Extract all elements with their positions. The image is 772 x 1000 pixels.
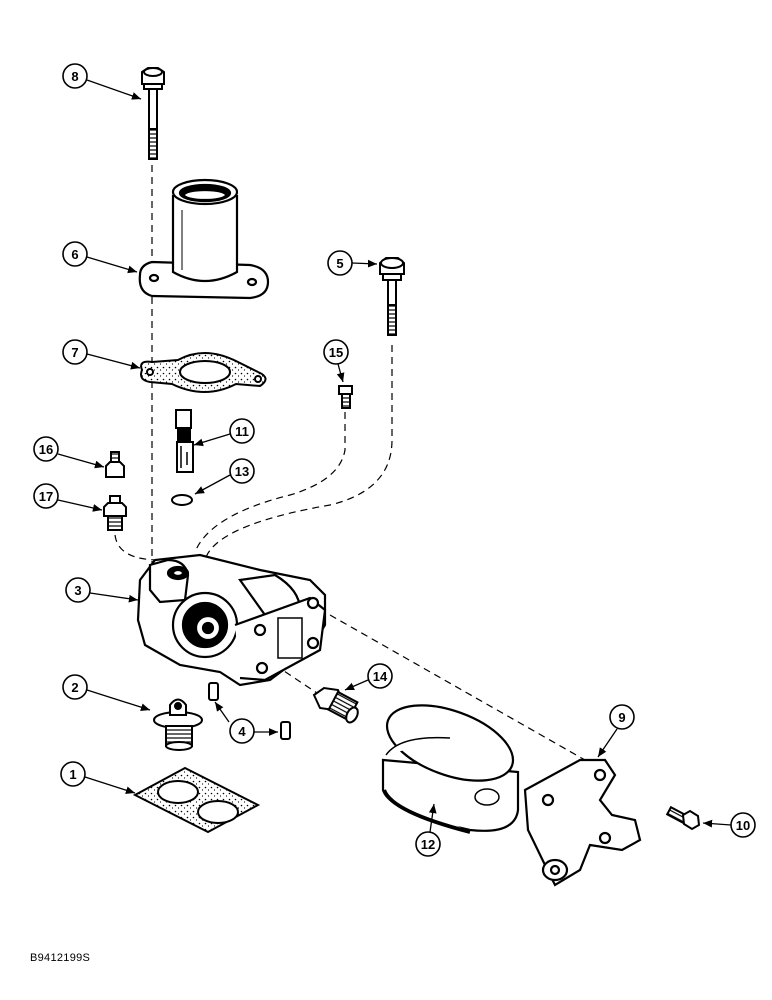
callout-5: 5 xyxy=(327,250,378,276)
callout-label: 16 xyxy=(39,442,53,457)
figure-code: B9412199S xyxy=(30,952,91,964)
callout-12: 12 xyxy=(415,803,441,857)
bracket-9 xyxy=(523,758,642,887)
plug-15 xyxy=(338,385,353,409)
callout-6: 6 xyxy=(62,241,138,274)
callout-label: 9 xyxy=(618,710,625,725)
callout-label: 15 xyxy=(329,345,343,360)
callout-label: 1 xyxy=(69,767,76,782)
callout-label: 8 xyxy=(71,69,78,84)
callout-9: 9 xyxy=(597,704,635,758)
callout-label: 11 xyxy=(235,424,249,439)
callout-label: 4 xyxy=(238,724,246,739)
thermostat-housing-3 xyxy=(136,553,327,687)
callout-label: 3 xyxy=(74,583,81,598)
bolt-8 xyxy=(141,67,165,160)
callout-4: 4 xyxy=(214,701,278,744)
callout-3: 3 xyxy=(65,577,139,603)
bolt-10 xyxy=(665,805,701,831)
fitting-16 xyxy=(105,451,125,478)
thermostat-2 xyxy=(153,698,203,751)
callout-label: 6 xyxy=(71,247,78,262)
outlet-housing-6 xyxy=(138,178,270,300)
callout-label: 2 xyxy=(71,680,78,695)
sender-17 xyxy=(103,495,127,531)
callout-16: 16 xyxy=(33,436,105,469)
dowel-pins-4 xyxy=(208,682,291,740)
callout-11: 11 xyxy=(193,418,255,447)
sensor-11 xyxy=(175,409,194,473)
callout-13: 13 xyxy=(194,458,255,495)
callout-10: 10 xyxy=(702,812,756,838)
callout-label: 10 xyxy=(736,818,750,833)
callout-7: 7 xyxy=(62,339,141,370)
callout-label: 13 xyxy=(235,464,249,479)
callout-label: 5 xyxy=(336,256,343,271)
callout-2: 2 xyxy=(62,674,151,711)
callout-8: 8 xyxy=(62,63,142,100)
callout-label: 14 xyxy=(373,669,388,684)
callout-group: 8 6 5 7 15 11 16 xyxy=(33,63,756,857)
callout-17: 17 xyxy=(33,483,103,512)
gasket-1 xyxy=(132,766,261,834)
callout-label: 12 xyxy=(421,837,435,852)
callout-15: 15 xyxy=(323,339,349,383)
bolt-5 xyxy=(379,257,405,336)
o-ring-13 xyxy=(171,494,193,506)
gasket-7 xyxy=(140,351,267,393)
callout-label: 7 xyxy=(71,345,78,360)
callout-1: 1 xyxy=(60,761,136,794)
oil-filter-12 xyxy=(381,704,520,834)
callout-label: 17 xyxy=(39,489,53,504)
fitting-14 xyxy=(312,686,359,724)
callout-14: 14 xyxy=(344,663,393,691)
